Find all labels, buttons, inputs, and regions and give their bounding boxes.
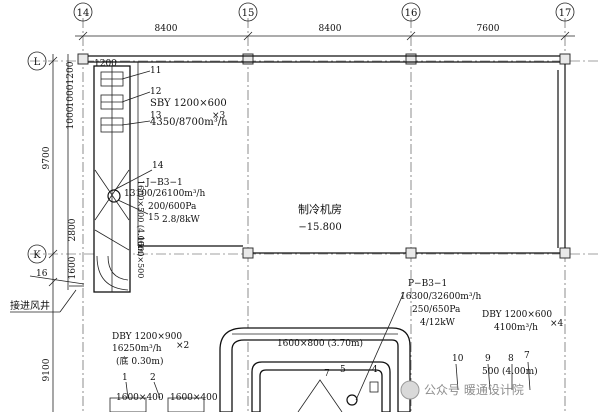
intake-shaft: 16 接进风井 [10,269,85,313]
row-axis-L: L [27,51,47,71]
sby-label: SBY 1200×600 4350/8700m³/h ×3 [150,98,228,128]
callout-7: 7 [524,351,530,361]
left-dimension-line: 9700 9100 2800 1600 1200 1000 1000 [42,54,78,412]
svg-text:SBY 1200×600: SBY 1200×600 [150,98,227,109]
svg-text:4100m³/h: 4100m³/h [494,323,538,333]
svg-text:13100/26100m³/h: 13100/26100m³/h [124,189,205,199]
dim-left-1600: 1600 [68,256,78,279]
callout-2: 2 [150,373,156,383]
svg-text:17: 17 [559,8,572,19]
column-axis-16: 16 [401,2,421,22]
dim-top-1: 8400 [155,24,178,34]
svg-text:×4: ×4 [550,319,564,329]
column-axis-15: 15 [238,2,258,22]
svg-text:DBY 1200×900: DBY 1200×900 [112,332,182,342]
svg-text:J−B3−1: J−B3−1 [145,178,183,188]
duct-label-1600x500b: 1600×500 [136,236,145,278]
duct-label-a: 1600×400 [116,393,164,403]
duct-label-1600x500a: 1600×500 (4.00m) [136,180,145,257]
callout-3: 4 [372,365,378,375]
svg-text:16250m³/h: 16250m³/h [112,344,162,354]
dim-top-2: 8400 [319,24,342,34]
duct-label-b: 1600×400 [170,393,218,403]
room-name: 制冷机房 [298,202,342,216]
vertical-duct [93,65,131,293]
callout-9: 9 [485,354,491,364]
svg-text:200/600Pa: 200/600Pa [148,202,197,212]
top-dim-1200: 1200 [94,59,117,69]
dim-left-2800: 2800 [68,218,78,241]
row-axis-K: K [27,244,47,264]
dim-inner-1: 1200 [66,61,76,84]
svg-text:14: 14 [77,8,90,19]
dim-inner-2: 1000 [66,84,76,107]
callout-10: 10 [452,354,464,364]
svg-text:×2: ×2 [176,341,189,351]
svg-text:P−B3−1: P−B3−1 [408,279,447,289]
callouts-left: 11 12 13 14 15 [113,66,164,223]
room-level: −15.800 [298,222,341,233]
duct-label-horizontal: 1600×800 (3.70m) [277,338,363,349]
svg-text:DBY 1200×600: DBY 1200×600 [482,310,552,320]
svg-text:4/12kW: 4/12kW [420,318,456,328]
svg-text:250/650Pa: 250/650Pa [412,305,461,315]
svg-text:L: L [34,57,41,68]
svg-text:(底 0.30m): (底 0.30m) [116,355,163,367]
dby1-label: DBY 1200×900 16250m³/h (底 0.30m) ×2 1 2 … [112,332,218,403]
jb31-label: J−B3−1 13100/26100m³/h 200/600Pa 2.8/8kW [124,178,205,225]
svg-text:16: 16 [405,8,418,19]
dim-left-9700: 9700 [42,146,52,169]
svg-text:15: 15 [242,8,255,19]
callout-1: 1 [122,373,128,383]
top-dimension-line: 8400 8400 7600 [75,24,575,41]
svg-text:K: K [33,250,41,261]
callout-4: 5 [340,365,346,375]
walls [77,53,571,259]
intake-shaft-label: 接进风井 [10,299,50,312]
lower-ductwork [109,327,411,412]
duct-500-label: 500 (4.00m) [482,366,538,377]
callout-15: 15 [148,213,160,223]
column-axis-14: 14 [73,2,93,22]
pb31-label: P−B3−1 16300/32600m³/h 250/650Pa 4/12kW [355,279,481,401]
callout-5: 7 [324,369,330,379]
callout-16: 16 [36,269,48,279]
column-axis-17: 17 [555,2,575,22]
dim-left-9100: 9100 [42,358,52,381]
callout-13: 13 [150,111,162,121]
callout-14: 14 [152,161,164,171]
dby2-label: DBY 1200×600 4100m³/h ×4 [482,310,564,333]
svg-text:公众号 暖通设计院: 公众号 暖通设计院 [424,383,524,397]
svg-text:16300/32600m³/h: 16300/32600m³/h [400,292,481,302]
dim-inner-3: 1000 [66,106,76,129]
callouts-right: 7 5 4 10 9 8 7 500 (4.00m) [324,351,538,391]
callout-11: 11 [150,66,161,76]
svg-text:2.8/8kW: 2.8/8kW [162,215,201,225]
callout-12: 12 [150,87,161,97]
svg-text:4350/8700m³/h: 4350/8700m³/h [150,117,228,128]
svg-text:×3: ×3 [212,111,226,121]
watermark: 公众号 暖通设计院 [400,380,524,400]
dim-top-3: 7600 [477,24,500,34]
callout-8: 8 [508,354,514,364]
